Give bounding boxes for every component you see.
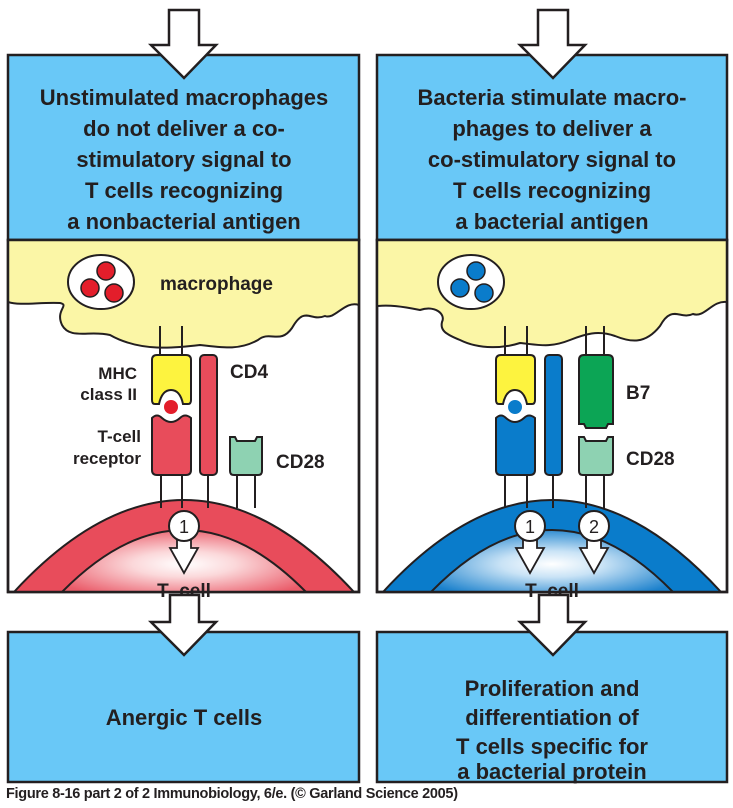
condition-line: co-stimulatory signal to <box>428 147 676 172</box>
right-condition-text: Bacteria stimulate macro- phages to deli… <box>418 85 687 234</box>
antigen-dot <box>80 278 100 298</box>
condition-line: a nonbacterial antigen <box>67 209 301 234</box>
left-vesicle <box>67 254 135 310</box>
left-signal-1: 1 <box>168 510 200 575</box>
right-mhc-class-ii <box>495 354 536 405</box>
macrophage-label: macrophage <box>160 274 273 295</box>
condition-line: T cells recognizing <box>85 178 283 203</box>
condition-line: Bacteria stimulate macro- <box>418 85 687 110</box>
outcome-line: Proliferation and <box>465 676 640 701</box>
signal-number: 2 <box>589 517 599 537</box>
left-peptide <box>162 398 180 416</box>
condition-line: stimulatory signal to <box>76 147 291 172</box>
right-output-arrow <box>516 593 588 657</box>
left-mhc-class-ii <box>151 354 192 405</box>
right-peptide <box>506 398 524 416</box>
tcr-label-line2: receptor <box>73 449 141 468</box>
right-outcome-box <box>375 630 729 784</box>
outcome-line: T cells specific for <box>456 734 648 759</box>
left-input-arrow <box>147 8 219 80</box>
right-signal-1: 1 <box>514 510 546 575</box>
right-condition-box <box>375 53 729 242</box>
right-b7 <box>578 354 614 429</box>
cd4-label: CD4 <box>230 362 268 383</box>
signal-number: 1 <box>179 517 189 537</box>
right-input-arrow <box>516 8 588 80</box>
signal-number: 1 <box>525 517 535 537</box>
left-tcr <box>151 414 192 476</box>
b7-label: B7 <box>626 383 650 404</box>
condition-line: do not deliver a co- <box>83 116 285 141</box>
right-panel: B7 CD28 1 2 T cell <box>375 8 729 784</box>
outcome-line: a bacterial protein <box>457 759 647 784</box>
left-condition-text: Unstimulated macrophages do not deliver … <box>40 85 329 234</box>
condition-line: phages to deliver a <box>452 116 652 141</box>
cd28-label-left: CD28 <box>276 452 325 473</box>
mhc-label-line1: MHC <box>98 364 137 383</box>
left-outcome-text: Anergic T cells <box>106 705 263 730</box>
condition-line: a bacterial antigen <box>455 209 648 234</box>
right-cd28 <box>578 436 614 476</box>
antigen-dot <box>96 261 116 281</box>
tcr-label-line1: T-cell <box>98 427 141 446</box>
antigen-dot <box>450 278 470 298</box>
right-cd4 <box>544 354 563 476</box>
antigen-dot <box>104 283 124 303</box>
left-outcome-box <box>6 630 361 784</box>
left-cd28 <box>229 436 263 476</box>
right-tcr <box>495 414 536 476</box>
mhc-label-line2: class II <box>80 385 137 404</box>
right-tcell-inner <box>429 529 675 592</box>
left-panel: macrophage MHC class II CD4 T-cell recep… <box>6 8 361 784</box>
left-output-arrow <box>147 593 219 657</box>
condition-line: T cells recognizing <box>453 178 651 203</box>
right-outcome-text: Proliferation and differentiation of T c… <box>456 676 648 784</box>
outcome-line: differentiation of <box>465 705 639 730</box>
figure-caption: Figure 8-16 part 2 of 2 Immunobiology, 6… <box>6 786 458 802</box>
cd28-label-right: CD28 <box>626 449 675 470</box>
left-condition-box <box>6 53 361 242</box>
antigen-dot <box>474 283 494 303</box>
right-signal-2: 2 <box>578 510 610 575</box>
condition-line: Unstimulated macrophages <box>40 85 329 110</box>
left-cd4 <box>199 354 218 476</box>
right-vesicle <box>437 254 505 310</box>
antigen-dot <box>466 261 486 281</box>
